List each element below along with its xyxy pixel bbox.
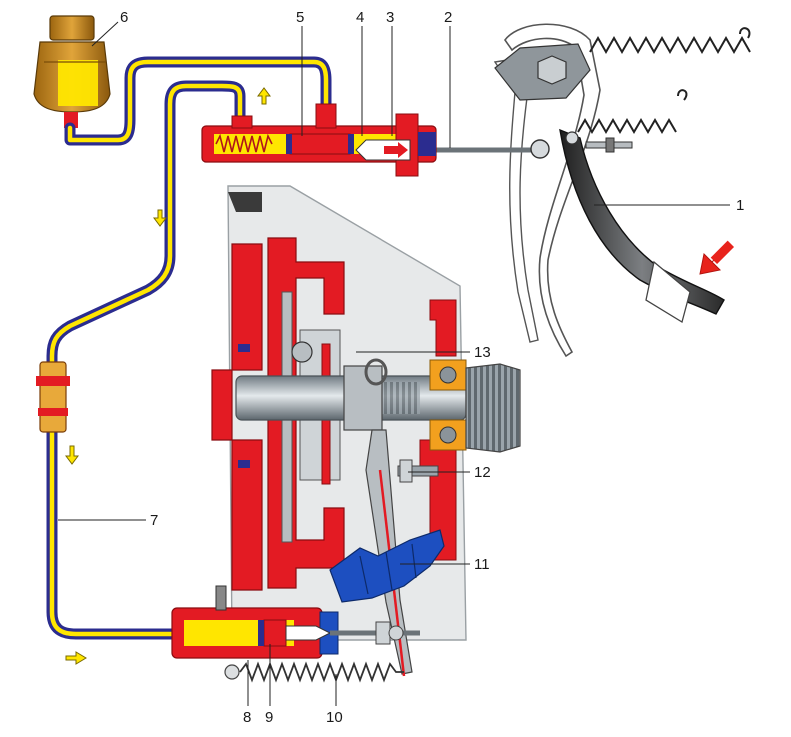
master-cylinder-inlet-port bbox=[315, 103, 337, 129]
slave-pushrod-nut bbox=[375, 621, 391, 645]
pedal-bracket-inner bbox=[493, 57, 539, 343]
release-fork-ring bbox=[364, 358, 388, 386]
lower-return-spring bbox=[577, 118, 677, 134]
bearing-ball-lower bbox=[439, 426, 457, 444]
slave-return-spring bbox=[239, 661, 404, 683]
pivot-bolt-nut bbox=[399, 459, 413, 483]
pedal-assembly bbox=[410, 23, 751, 358]
master-dust-boot bbox=[418, 132, 436, 156]
callout-13: 13 bbox=[474, 344, 491, 361]
clutch-housing bbox=[211, 185, 521, 677]
callout-8: 8 bbox=[243, 709, 251, 726]
bolt-lower bbox=[238, 460, 250, 468]
slave-pushrod-tip bbox=[285, 625, 332, 641]
slave-piston bbox=[263, 619, 287, 647]
flow-arrow-down-lower bbox=[65, 445, 79, 465]
release-fork-boot bbox=[329, 529, 445, 603]
callout-7: 7 bbox=[150, 512, 158, 529]
flow-arrow-up bbox=[257, 87, 271, 105]
callout-labels: 1 2 3 4 5 6 7 8 9 10 11 12 13 bbox=[120, 9, 744, 726]
bleed-screw bbox=[215, 585, 227, 611]
master-piston-seal-rear bbox=[348, 134, 354, 154]
pressure-line-inner bbox=[49, 83, 243, 637]
master-pushrod-arrow bbox=[384, 142, 408, 158]
hydraulic-lines bbox=[36, 56, 332, 640]
callout-11: 11 bbox=[474, 556, 490, 573]
callout-leaders bbox=[58, 21, 730, 706]
bolt-upper bbox=[238, 344, 250, 352]
flywheel bbox=[211, 243, 263, 591]
reservoir-cap bbox=[49, 15, 95, 41]
slave-piston-seal bbox=[258, 620, 264, 646]
hose-coupling-nut bbox=[36, 376, 70, 386]
hose-coupling bbox=[39, 361, 67, 433]
damper-spring bbox=[291, 341, 313, 363]
pedal-link-pin bbox=[565, 131, 579, 145]
upper-return-spring bbox=[589, 35, 751, 55]
flow-arrow-down-upper bbox=[153, 209, 167, 227]
master-pushrod-tip bbox=[355, 139, 411, 161]
master-piston bbox=[289, 133, 351, 155]
housing-outer-flange bbox=[429, 299, 457, 357]
callout-5: 5 bbox=[296, 9, 304, 26]
master-return-spring bbox=[215, 133, 273, 153]
pivot-hex-nut bbox=[537, 55, 567, 85]
drive-gear bbox=[465, 363, 521, 453]
pedal-force-arrow-shaft bbox=[710, 240, 735, 265]
supply-hose-inner bbox=[67, 59, 329, 143]
housing-wall-red bbox=[228, 192, 262, 212]
lower-spring-hook bbox=[677, 89, 688, 101]
reservoir-fluid bbox=[58, 60, 98, 106]
hose-coupling-nut-lower bbox=[38, 408, 68, 416]
slave-pushrod-eye bbox=[388, 625, 404, 641]
fluid-reservoir bbox=[33, 15, 111, 128]
pivot-bolt bbox=[397, 465, 439, 477]
pedal-pad bbox=[645, 260, 691, 324]
callout-3: 3 bbox=[386, 9, 394, 26]
pushrod-clevis-pin bbox=[530, 139, 550, 159]
callout-6: 6 bbox=[120, 9, 128, 26]
upper-spring-hook bbox=[739, 27, 751, 39]
input-shaft-spline bbox=[380, 382, 420, 414]
leader-6 bbox=[91, 21, 119, 47]
callout-1: 1 bbox=[736, 197, 744, 214]
pedal-bracket bbox=[504, 23, 601, 358]
pressure-line-outer bbox=[46, 80, 246, 640]
bearing-ball-upper bbox=[439, 366, 457, 384]
master-cylinder bbox=[201, 103, 437, 177]
pedal-lever bbox=[559, 128, 725, 315]
boot-folds bbox=[359, 543, 417, 595]
pedal-force-arrow bbox=[699, 245, 729, 275]
spring-anchor bbox=[224, 664, 240, 680]
master-cylinder-outlet-port bbox=[231, 115, 253, 129]
slave-cylinder bbox=[171, 585, 420, 683]
callout-4: 4 bbox=[356, 9, 364, 26]
flow-arrows bbox=[65, 87, 271, 665]
callout-2: 2 bbox=[444, 9, 452, 26]
master-piston-seal bbox=[286, 134, 292, 154]
callout-9: 9 bbox=[265, 709, 273, 726]
callout-12: 12 bbox=[474, 464, 491, 481]
flow-arrow-right bbox=[65, 651, 87, 665]
pedal-stop-nut bbox=[605, 137, 615, 153]
callout-10: 10 bbox=[326, 709, 343, 726]
release-bearing bbox=[343, 365, 383, 431]
